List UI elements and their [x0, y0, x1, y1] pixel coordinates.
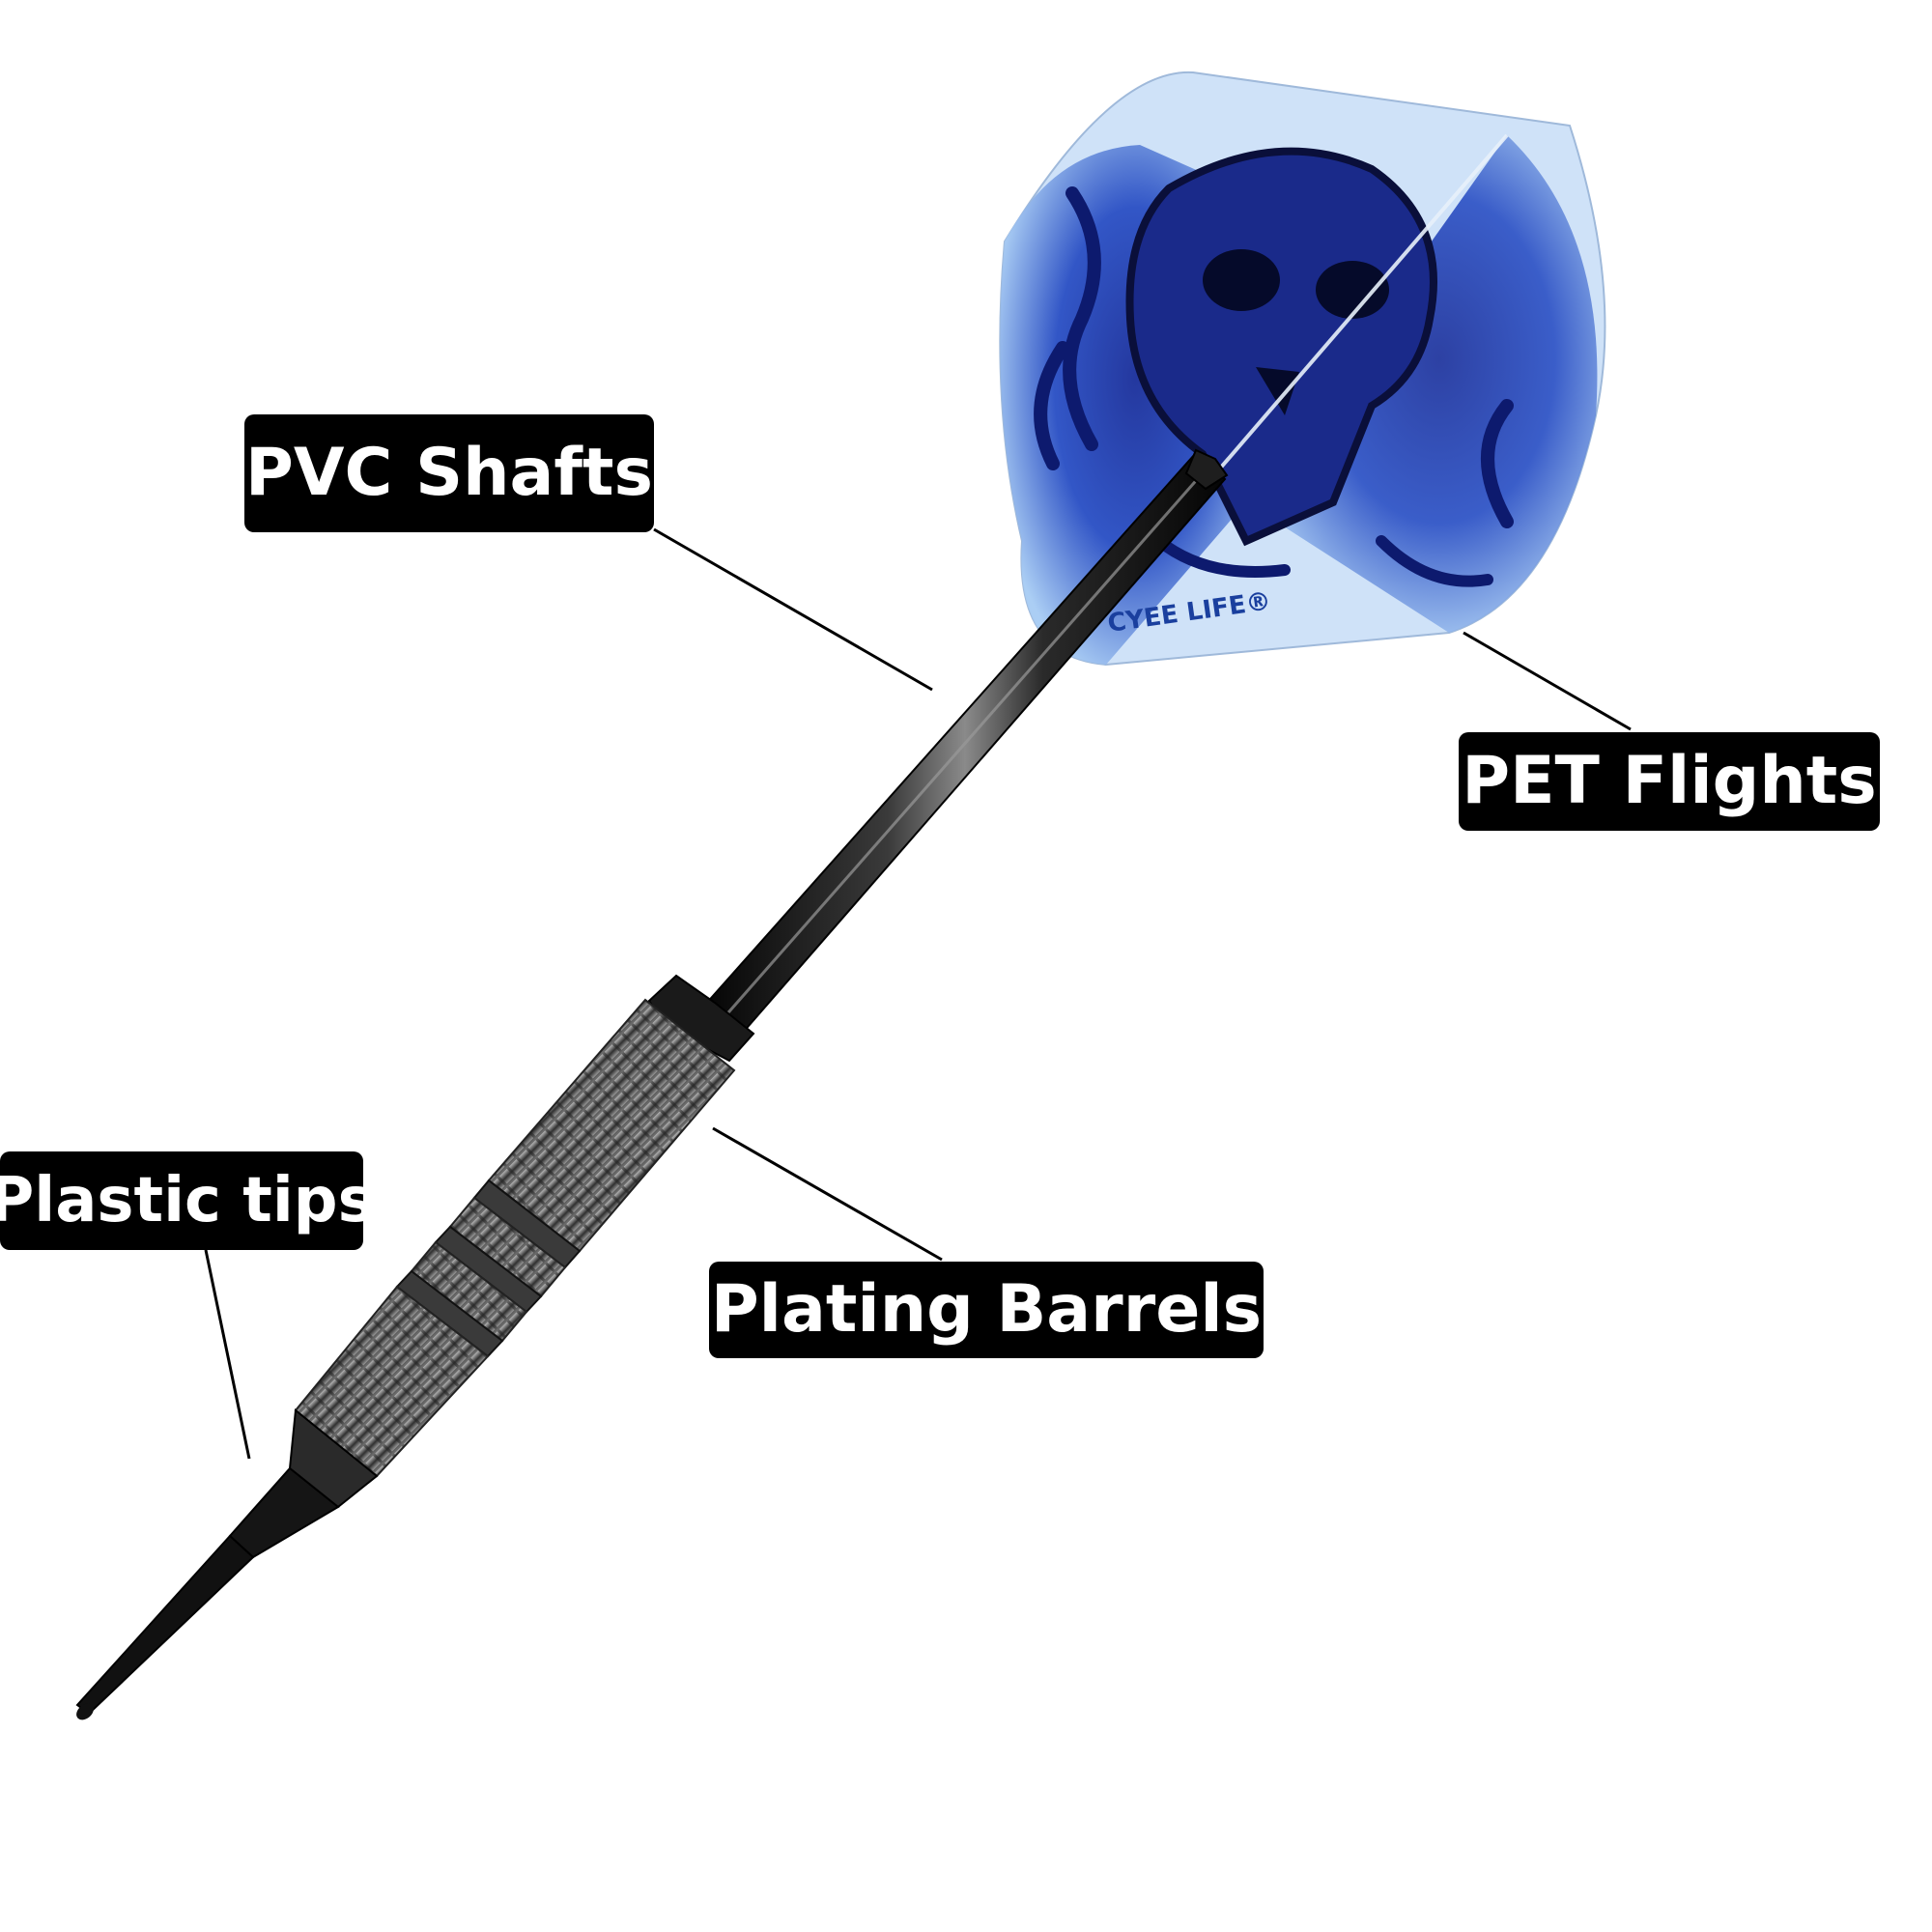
dart-shaft [647, 448, 1229, 1063]
skull-artwork [1034, 147, 1514, 587]
pet-flights-label: PET Flights [1459, 732, 1880, 831]
pvc-shafts-label: PVC Shafts [244, 414, 654, 532]
plating-barrels-label: Plating Barrels [709, 1262, 1264, 1358]
plastic-tips-leader [204, 1249, 251, 1460]
plating-barrels-leader [712, 1126, 943, 1262]
flight-spine [1206, 133, 1509, 485]
leader-lines [204, 527, 1632, 1460]
shaft-collar [647, 974, 755, 1063]
pvc-shafts-leader [653, 527, 933, 692]
shaft-top-ring [1184, 448, 1229, 491]
flight-wing-right [1246, 135, 1598, 633]
plastic-tips-label: Plastic tips [0, 1151, 375, 1250]
dart-barrel [288, 998, 736, 1509]
pet-flights-leader [1463, 631, 1632, 731]
dart-tip [75, 1466, 340, 1720]
tip-point [75, 1534, 255, 1716]
